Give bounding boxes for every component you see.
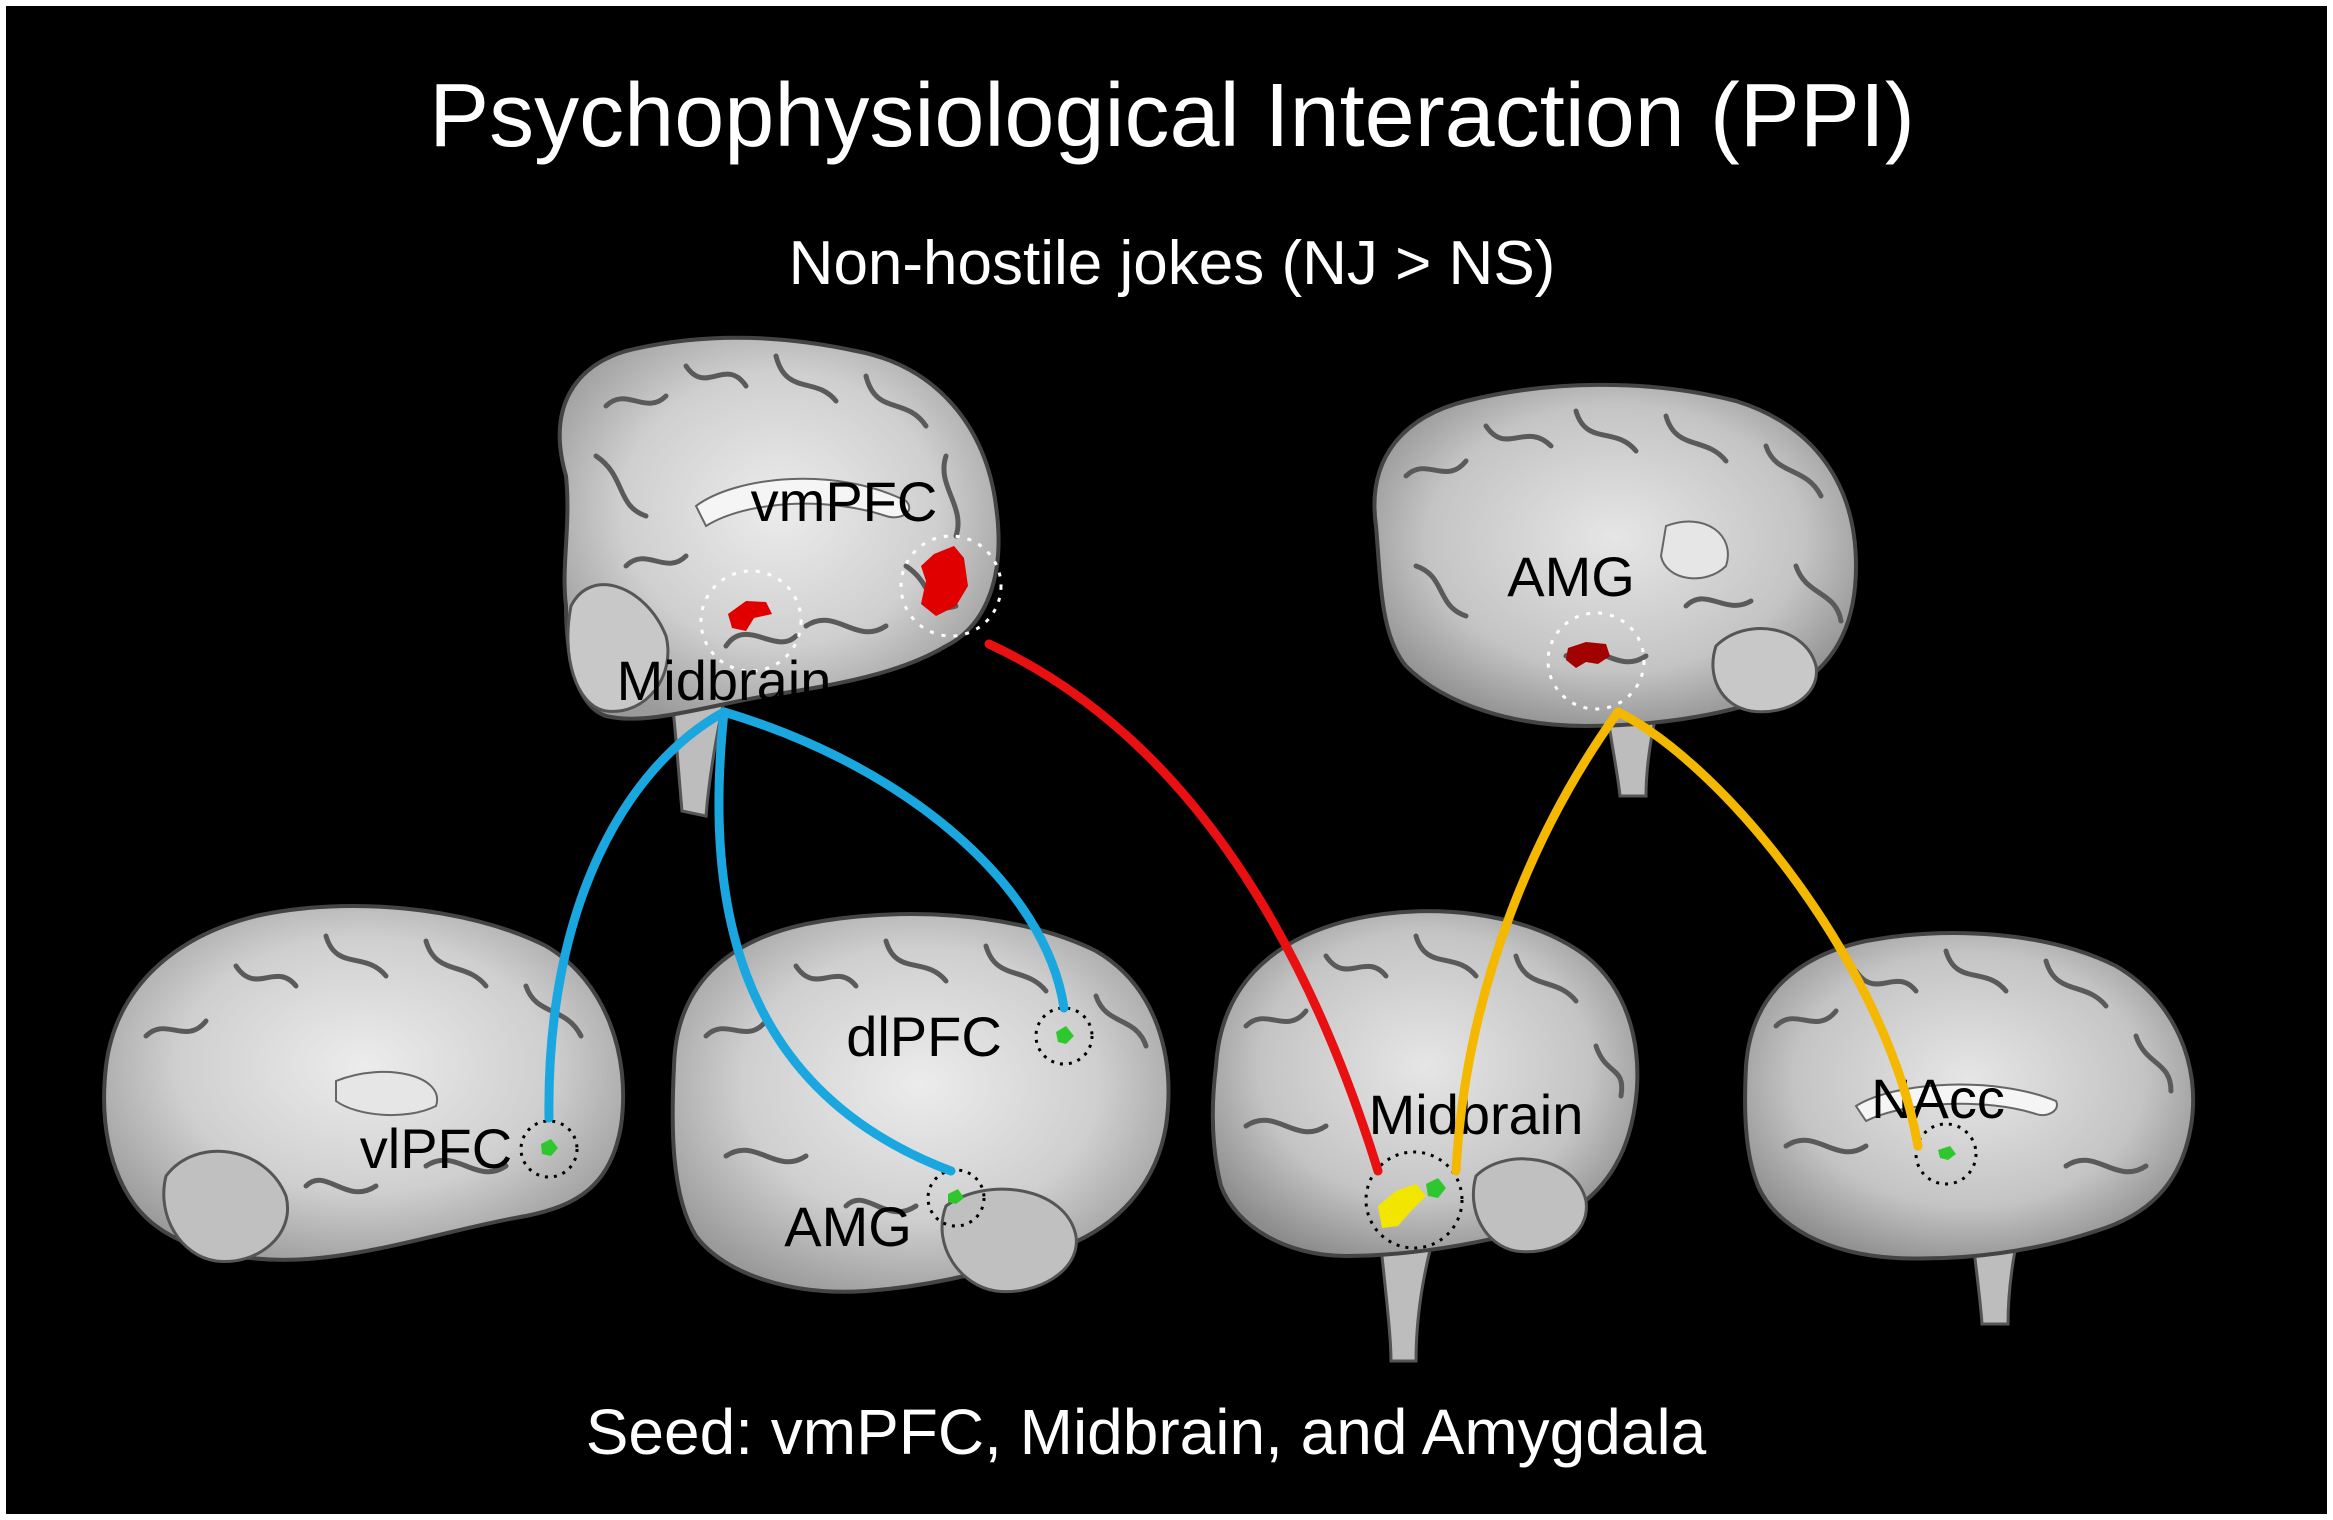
sulci bbox=[703, 938, 1149, 1215]
cerebellum-shape bbox=[1711, 627, 1818, 714]
midbrain-target-activation-yellow bbox=[1378, 1184, 1426, 1228]
label-vlpfc: vlPFC bbox=[360, 1117, 512, 1180]
label-nacc: NAcc bbox=[1871, 1067, 2005, 1130]
cerebellum-shape bbox=[1471, 1157, 1588, 1254]
amg-roi-circle bbox=[1546, 611, 1646, 711]
vmpfc-roi-circle bbox=[899, 534, 1003, 638]
brain-target-midbrain: Midbrain bbox=[1210, 909, 1640, 1363]
vlpfc-activation bbox=[541, 1139, 558, 1156]
ppi-diagram: Psychophysiological Interaction (PPI) No… bbox=[102, 66, 2196, 1468]
corpus-callosum-shape bbox=[694, 477, 911, 528]
midbrain-activation bbox=[728, 601, 772, 631]
connections bbox=[544, 639, 1923, 1176]
footer-caption: Seed: vmPFC, Midbrain, and Amygdala bbox=[586, 1396, 1707, 1468]
label-amg-target: AMG bbox=[784, 1195, 912, 1258]
sulci bbox=[1243, 933, 1625, 1135]
midbrain-target-roi-circle bbox=[1364, 1150, 1464, 1250]
brain-seed-top-right: AMG bbox=[1372, 382, 1859, 798]
vlpfc-roi-circle bbox=[519, 1119, 579, 1179]
dlpfc-roi-circle bbox=[1034, 1006, 1094, 1066]
title: Psychophysiological Interaction (PPI) bbox=[429, 66, 1915, 166]
nacc-roi-circle bbox=[1914, 1122, 1978, 1186]
midbrain-target-activation-green bbox=[1426, 1178, 1446, 1198]
cerebellum-shape bbox=[162, 1149, 289, 1264]
vmpfc-activation bbox=[921, 546, 968, 616]
path-amg-to-nacc bbox=[1613, 707, 1923, 1151]
brain-target-vlpfc: vlPFC bbox=[102, 904, 626, 1264]
sulci bbox=[1403, 408, 1844, 665]
label-vmpfc: vmPFC bbox=[751, 470, 938, 533]
brainstem-shape bbox=[1379, 1244, 1433, 1363]
sulci bbox=[1773, 948, 2174, 1175]
path-midbrain-to-amg bbox=[714, 707, 956, 1176]
path-midbrain-to-dlpfc bbox=[719, 707, 1069, 1013]
nacc-activation bbox=[1938, 1146, 1956, 1160]
label-midbrain-target: Midbrain bbox=[1369, 1083, 1584, 1146]
brain-target-dlpfc-amg: dlPFC AMG bbox=[670, 912, 1171, 1294]
amg-activation bbox=[1566, 642, 1610, 668]
cerebellum-shape bbox=[566, 583, 670, 713]
brain-seed-top-left: vmPFC Midbrain bbox=[557, 335, 1003, 818]
brain-target-nacc: NAcc bbox=[1743, 931, 2196, 1326]
sulci bbox=[143, 933, 584, 1195]
path-vmpfc-to-midbrain bbox=[984, 639, 1383, 1176]
amg-target-activation bbox=[948, 1189, 964, 1204]
label-midbrain: Midbrain bbox=[617, 649, 832, 712]
label-amg-seed: AMG bbox=[1507, 545, 1635, 608]
label-dlpfc: dlPFC bbox=[846, 1005, 1002, 1068]
dlpfc-activation bbox=[1056, 1026, 1074, 1044]
midbrain-roi-circle bbox=[699, 569, 803, 673]
ventricle-shape bbox=[335, 1070, 439, 1116]
path-midbrain-to-vlpfc bbox=[544, 707, 729, 1123]
amg-target-roi-circle bbox=[926, 1168, 986, 1228]
cerebellum-shape bbox=[940, 1187, 1078, 1294]
ventricle-shape bbox=[1659, 520, 1729, 580]
subtitle: Non-hostile jokes (NJ > NS) bbox=[789, 229, 1556, 298]
path-amg-to-midbrain bbox=[1451, 707, 1623, 1176]
